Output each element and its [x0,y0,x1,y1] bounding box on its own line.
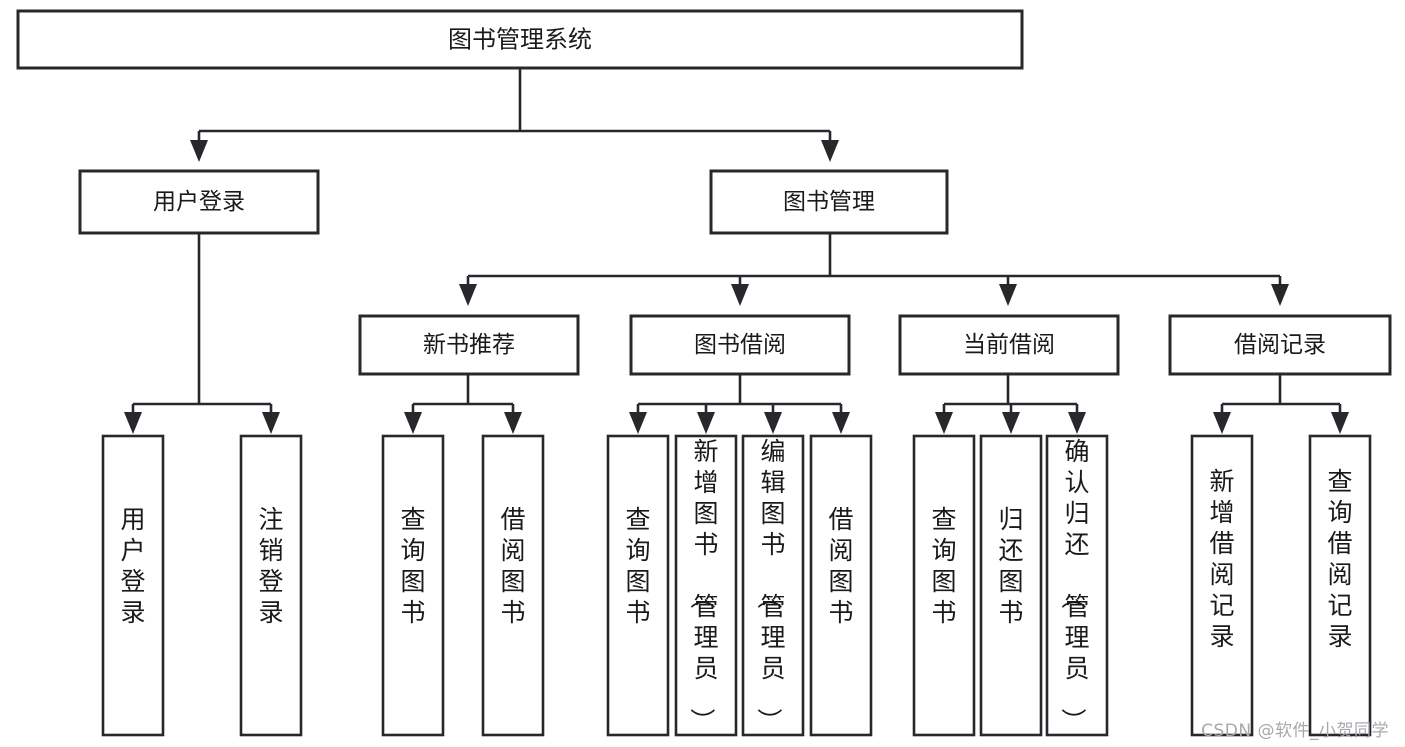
node-book-borrow-label: 图书借阅 [694,331,786,357]
edge-currentborrow-to-leaves [935,374,1086,434]
leaf-user-login-logout-label: 注销登录 [258,506,283,627]
leaf-user-login-login[interactable]: 用户登录 [101,434,165,737]
leaf-book-borrow-borrow-label: 借阅图书 [828,506,853,627]
edge-bookmgmt-to-level3 [459,232,1289,306]
node-book-borrow[interactable]: 图书借阅 [629,314,851,376]
leaf-borrow-record-query[interactable]: 查询借阅记录 [1308,434,1372,737]
leaf-new-book-borrow[interactable]: 借阅图书 [481,434,545,737]
node-user-login[interactable]: 用户登录 [78,169,320,235]
leaf-book-borrow-edit-label: 编辑图书（管理员） [754,438,785,733]
node-borrow-record[interactable]: 借阅记录 [1168,314,1392,376]
node-new-book-recommend[interactable]: 新书推荐 [358,314,580,376]
leaf-current-borrow-confirm-label: 确认归还（管理员） [1058,438,1089,733]
leaf-borrow-record-add[interactable]: 新增借阅记录 [1190,434,1254,737]
leaf-current-borrow-query-label: 查询图书 [931,506,956,627]
node-user-login-label: 用户登录 [153,188,245,214]
edge-newbook-to-leaves [404,374,522,434]
leaf-current-borrow-return-label: 归还图书 [998,506,1023,627]
node-current-borrow-label: 当前借阅 [963,331,1055,357]
leaf-new-book-query-label: 查询图书 [400,506,425,627]
leaf-book-borrow-add[interactable]: 新增图书（管理员） [674,434,738,737]
edge-borrowrecord-to-leaves [1213,374,1349,434]
leaf-book-borrow-borrow[interactable]: 借阅图书 [809,434,873,737]
leaf-user-login-logout[interactable]: 注销登录 [239,434,303,737]
leaf-new-book-query[interactable]: 查询图书 [381,434,445,737]
leaf-current-borrow-return[interactable]: 归还图书 [979,434,1043,737]
leaf-current-borrow-confirm[interactable]: 确认归还（管理员） [1045,434,1109,737]
node-book-management-label: 图书管理 [783,188,875,214]
node-current-borrow[interactable]: 当前借阅 [898,314,1120,376]
leaf-book-borrow-query[interactable]: 查询图书 [606,434,670,737]
leaf-borrow-record-query-label: 查询借阅记录 [1327,468,1352,651]
leaf-book-borrow-edit[interactable]: 编辑图书（管理员） [741,434,805,737]
edge-userlogin-to-leaves [124,232,280,434]
edge-bookborrow-to-leaves [629,374,850,434]
leaf-borrow-record-add-label: 新增借阅记录 [1209,468,1234,651]
csdn-watermark: CSDN @软件_小贺同学 [1201,721,1389,741]
leaf-current-borrow-query[interactable]: 查询图书 [912,434,976,737]
leaf-book-borrow-query-label: 查询图书 [625,506,650,627]
leaf-new-book-borrow-label: 借阅图书 [500,506,525,627]
node-root-system[interactable]: 图书管理系统 [16,9,1024,70]
leaf-user-login-login-label: 用户登录 [120,506,145,627]
leaf-book-borrow-add-label: 新增图书（管理员） [687,438,718,733]
node-root-system-label: 图书管理系统 [448,26,592,53]
node-book-management[interactable]: 图书管理 [709,169,949,235]
node-new-book-recommend-label: 新书推荐 [423,331,515,357]
edge-root-to-level2 [190,68,839,162]
node-borrow-record-label: 借阅记录 [1234,331,1326,357]
